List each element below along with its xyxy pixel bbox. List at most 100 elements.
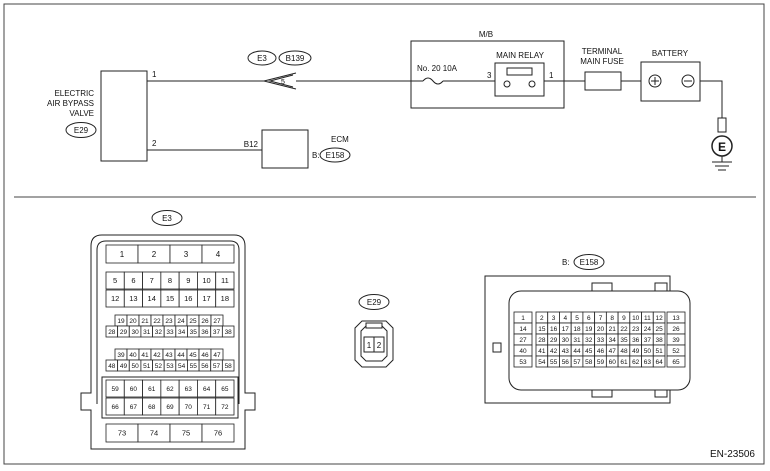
e158-pin-22: 22	[620, 326, 628, 333]
e158-pin-36: 36	[632, 337, 640, 344]
ecm-prefix: B:	[312, 151, 320, 160]
battery: BATTERY	[640, 49, 701, 102]
e3-pin-30: 30	[131, 329, 139, 336]
e3-pin-9: 9	[186, 276, 190, 285]
e29-pin-2: 2	[377, 341, 382, 350]
e158-pin-9: 9	[622, 315, 626, 322]
e3-pin-75: 75	[182, 429, 190, 438]
e158-pin-57: 57	[573, 359, 581, 366]
e158-pin-62: 62	[632, 359, 640, 366]
e158-pin-5: 5	[575, 315, 579, 322]
valve-connector-tag: E29	[74, 126, 89, 135]
e158-pin-13: 13	[672, 315, 680, 322]
e3-pin-73: 73	[118, 429, 126, 438]
e3-pin-67: 67	[130, 404, 138, 411]
e3-pin-66: 66	[112, 404, 120, 411]
connector-e3-symbol: 5 E3 B139	[247, 50, 312, 90]
e3-pin-42: 42	[153, 352, 161, 359]
e158-pin-16: 16	[550, 326, 558, 333]
e3-pin-32: 32	[155, 329, 163, 336]
e158-pin-23: 23	[632, 326, 640, 333]
b139-tag: B139	[286, 54, 305, 63]
e158-face-label: E158	[580, 258, 599, 267]
e3-pin-39: 39	[117, 352, 125, 359]
e158-pin-10: 10	[632, 315, 640, 322]
terminal-fuse-label-1: TERMINAL	[582, 47, 623, 56]
e158-pin-21: 21	[609, 326, 617, 333]
e158-pin-8: 8	[610, 315, 614, 322]
e3-pin-49: 49	[120, 363, 128, 370]
e158-pin-52: 52	[672, 348, 680, 355]
e3-pin-11-box	[215, 271, 235, 290]
e158-pin-27: 27	[519, 337, 527, 344]
e158-pin-26: 26	[672, 326, 680, 333]
figure-code: EN-23506	[710, 449, 755, 460]
e3-pin-23: 23	[165, 318, 173, 325]
outer-frame	[3, 3, 765, 465]
e158-pin-50: 50	[644, 348, 652, 355]
e158-pin-7: 7	[599, 315, 603, 322]
e158-pin-59: 59	[597, 359, 605, 366]
e158-pin-31: 31	[573, 337, 581, 344]
e3-pin-28: 28	[108, 329, 116, 336]
e3-lower-block-frame	[101, 376, 239, 419]
e3-pin-31: 31	[143, 329, 151, 336]
e158-pin-61: 61	[620, 359, 628, 366]
e158-pin-65-box	[666, 355, 686, 368]
e3-pin-63: 63	[185, 386, 193, 393]
e158-pin-18: 18	[573, 326, 581, 333]
e3-pin-3: 3	[184, 250, 189, 259]
e158-pin-51: 51	[656, 348, 664, 355]
e3-pin-62: 62	[166, 386, 174, 393]
e158-pin-39: 39	[672, 337, 680, 344]
e158-pin-17: 17	[562, 326, 570, 333]
e158-pin-33: 33	[597, 337, 605, 344]
wire-runs	[147, 77, 723, 151]
e3-pin-7: 7	[150, 276, 154, 285]
e158-pin-48: 48	[620, 348, 628, 355]
e158-pin-14: 14	[519, 326, 527, 333]
e158-pin-3: 3	[552, 315, 556, 322]
e3-pin-11: 11	[221, 276, 229, 285]
e3-pin-13: 13	[129, 294, 137, 303]
e3-pin-38-box	[221, 325, 235, 338]
e3-pin-8: 8	[168, 276, 172, 285]
e3-pin-59: 59	[112, 386, 120, 393]
e158-pin-30: 30	[562, 337, 570, 344]
e158-pin-25: 25	[656, 326, 664, 333]
e158-pin-64: 64	[656, 359, 664, 366]
e158-pin-54: 54	[538, 359, 546, 366]
e3-pin-16: 16	[184, 294, 192, 303]
e158-prefix: B:	[562, 258, 570, 267]
e3-pin-4: 4	[216, 250, 221, 259]
e158-pin-12: 12	[656, 315, 664, 322]
e158-pin-45: 45	[585, 348, 593, 355]
e3-pin-46: 46	[201, 352, 209, 359]
fuse-label: No. 20 10A	[417, 64, 458, 73]
e158-pin-24: 24	[644, 326, 652, 333]
e3-pin-37: 37	[213, 329, 221, 336]
e3-pin-40: 40	[129, 352, 137, 359]
e3-pin-65: 65	[221, 386, 229, 393]
e3-pin-36: 36	[201, 329, 209, 336]
e3-pin-21: 21	[141, 318, 149, 325]
e158-pin-2: 2	[540, 315, 544, 322]
e3-pin-47: 47	[213, 352, 221, 359]
e158-pin-53-box	[513, 355, 533, 368]
e158-pin-53: 53	[519, 359, 527, 366]
e158-pin-65: 65	[672, 359, 680, 366]
e3-pin-48: 48	[108, 363, 116, 370]
e158-pin-47: 47	[609, 348, 617, 355]
e3-pin-69: 69	[166, 404, 174, 411]
e3-pin-26: 26	[201, 318, 209, 325]
e3-face-label: E3	[162, 214, 172, 223]
valve-pin-2: 2	[152, 139, 157, 148]
e3-pin-6: 6	[131, 276, 135, 285]
e3-pin-10: 10	[202, 276, 210, 285]
e158-pin-6: 6	[587, 315, 591, 322]
e158-pin-56: 56	[562, 359, 570, 366]
e158-pin-37: 37	[644, 337, 652, 344]
